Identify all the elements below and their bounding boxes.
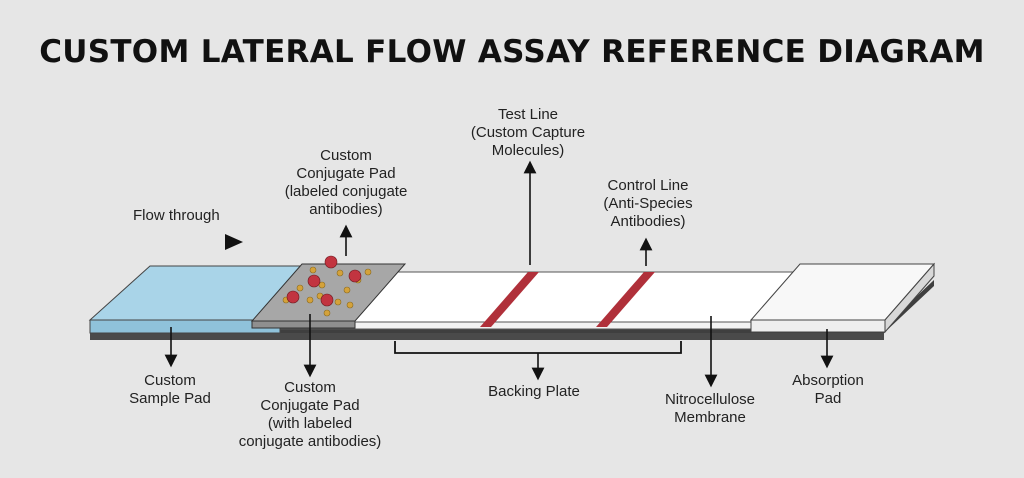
flow-through-label: Flow through — [133, 207, 220, 224]
sample-pad-label: Custom Sample Pad — [129, 372, 211, 407]
test-line-band — [480, 272, 539, 327]
test-line-label: Test Line (Custom Capture Molecules) — [470, 106, 586, 159]
flow-arrow-head — [225, 234, 243, 250]
backing-plate-bracket — [394, 341, 682, 354]
absorption-pad-side — [884, 262, 935, 334]
label-particles — [286, 255, 362, 307]
conjugate-particles — [282, 255, 372, 317]
backing-plate-edge — [90, 333, 884, 340]
backing-plate-label: Backing Plate — [488, 383, 580, 400]
conjugate-pad-top-label: Custom Conjugate Pad (labeled conjugate … — [284, 147, 408, 218]
conjugate-pad-front — [251, 320, 356, 329]
control-line-label: Control Line (Anti-Species Antibodies) — [603, 177, 693, 230]
control-line-band — [596, 272, 655, 327]
nitrocellulose-membrane-label: Nitrocellulose Membrane — [664, 391, 756, 426]
absorption-pad-label: Absorption Pad — [792, 372, 864, 407]
conjugate-pad-bottom-label: Custom Conjugate Pad (with labeled conju… — [238, 379, 382, 450]
diagram-title: CUSTOM LATERAL FLOW ASSAY REFERENCE DIAG… — [39, 34, 985, 70]
absorption-pad-front — [750, 319, 886, 333]
